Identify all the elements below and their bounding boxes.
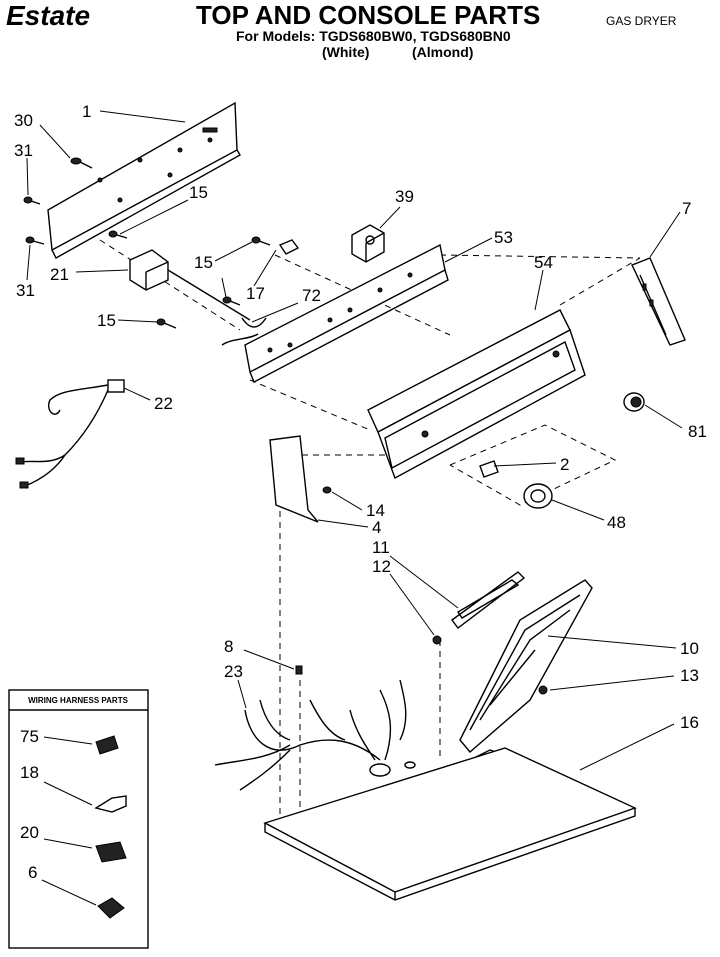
callout-72: 72	[302, 286, 321, 305]
callout-75: 75	[20, 727, 39, 746]
callout-48: 48	[607, 513, 626, 532]
brand-logo: Estate	[6, 0, 91, 31]
part-17-clip	[156, 236, 300, 329]
callout-17: 17	[246, 284, 265, 303]
part-2-48-timer	[479, 460, 553, 509]
callout-53: 53	[494, 228, 513, 247]
part-21-switch	[129, 249, 251, 321]
callout-54: 54	[534, 253, 553, 272]
callout-12: 12	[372, 557, 391, 576]
callout-2: 2	[560, 455, 569, 474]
callout-39: 39	[395, 187, 414, 206]
part-16-top	[263, 747, 637, 901]
models-line: For Models: TGDS680BW0, TGDS680BN0	[236, 28, 511, 44]
callout-21: 21	[50, 265, 69, 284]
part-8-clip	[295, 665, 303, 675]
callout-6: 6	[28, 863, 37, 882]
callout-8: 8	[224, 637, 233, 656]
part-11-vent-cover	[432, 571, 526, 645]
part-53-bracket	[244, 243, 449, 383]
callout-labels: 1 30 31 15 31 21 15 17 72 15 39 53 54 7 …	[14, 102, 707, 732]
part-7-endcap	[631, 257, 686, 346]
page-title: TOP AND CONSOLE PARTS	[196, 0, 541, 30]
callout-20: 20	[20, 823, 39, 842]
dryer-type: GAS DRYER	[606, 14, 677, 28]
callout-15: 15	[189, 183, 208, 202]
callout-13: 13	[680, 666, 699, 685]
part-54-console	[367, 309, 586, 480]
part-72-wire	[221, 317, 267, 346]
part-81-knob	[623, 392, 645, 412]
callout-4: 4	[372, 518, 381, 537]
callout-16: 16	[680, 713, 699, 732]
callout-15: 15	[194, 253, 213, 272]
callout-31: 31	[16, 281, 35, 300]
part-13-screw	[538, 685, 548, 695]
part-39-block	[351, 224, 385, 263]
callout-23: 23	[224, 662, 243, 681]
callout-22: 22	[154, 394, 173, 413]
callout-15: 15	[97, 311, 116, 330]
screws-left	[23, 157, 128, 245]
callout-11: 11	[372, 538, 390, 557]
callout-18: 18	[20, 763, 39, 782]
color-white: (White)	[322, 44, 370, 60]
wiring-harness-box: WIRING HARNESS PARTS 75 18 20 6	[8, 689, 149, 949]
part-22-harness	[15, 379, 125, 489]
callout-30: 30	[14, 111, 33, 130]
callout-31: 31	[14, 141, 33, 160]
part-4-side-panel	[269, 435, 332, 523]
harness-box-title: WIRING HARNESS PARTS	[28, 696, 129, 705]
callout-7: 7	[682, 199, 691, 218]
callout-81: 81	[688, 422, 707, 441]
leader-lines	[26, 110, 683, 771]
callout-10: 10	[680, 639, 699, 658]
color-almond: (Almond)	[412, 44, 474, 60]
callout-1: 1	[82, 102, 91, 121]
part-1-rear-panel	[47, 101, 241, 259]
callout-14: 14	[366, 501, 385, 520]
part-23-main-harness	[214, 679, 407, 791]
